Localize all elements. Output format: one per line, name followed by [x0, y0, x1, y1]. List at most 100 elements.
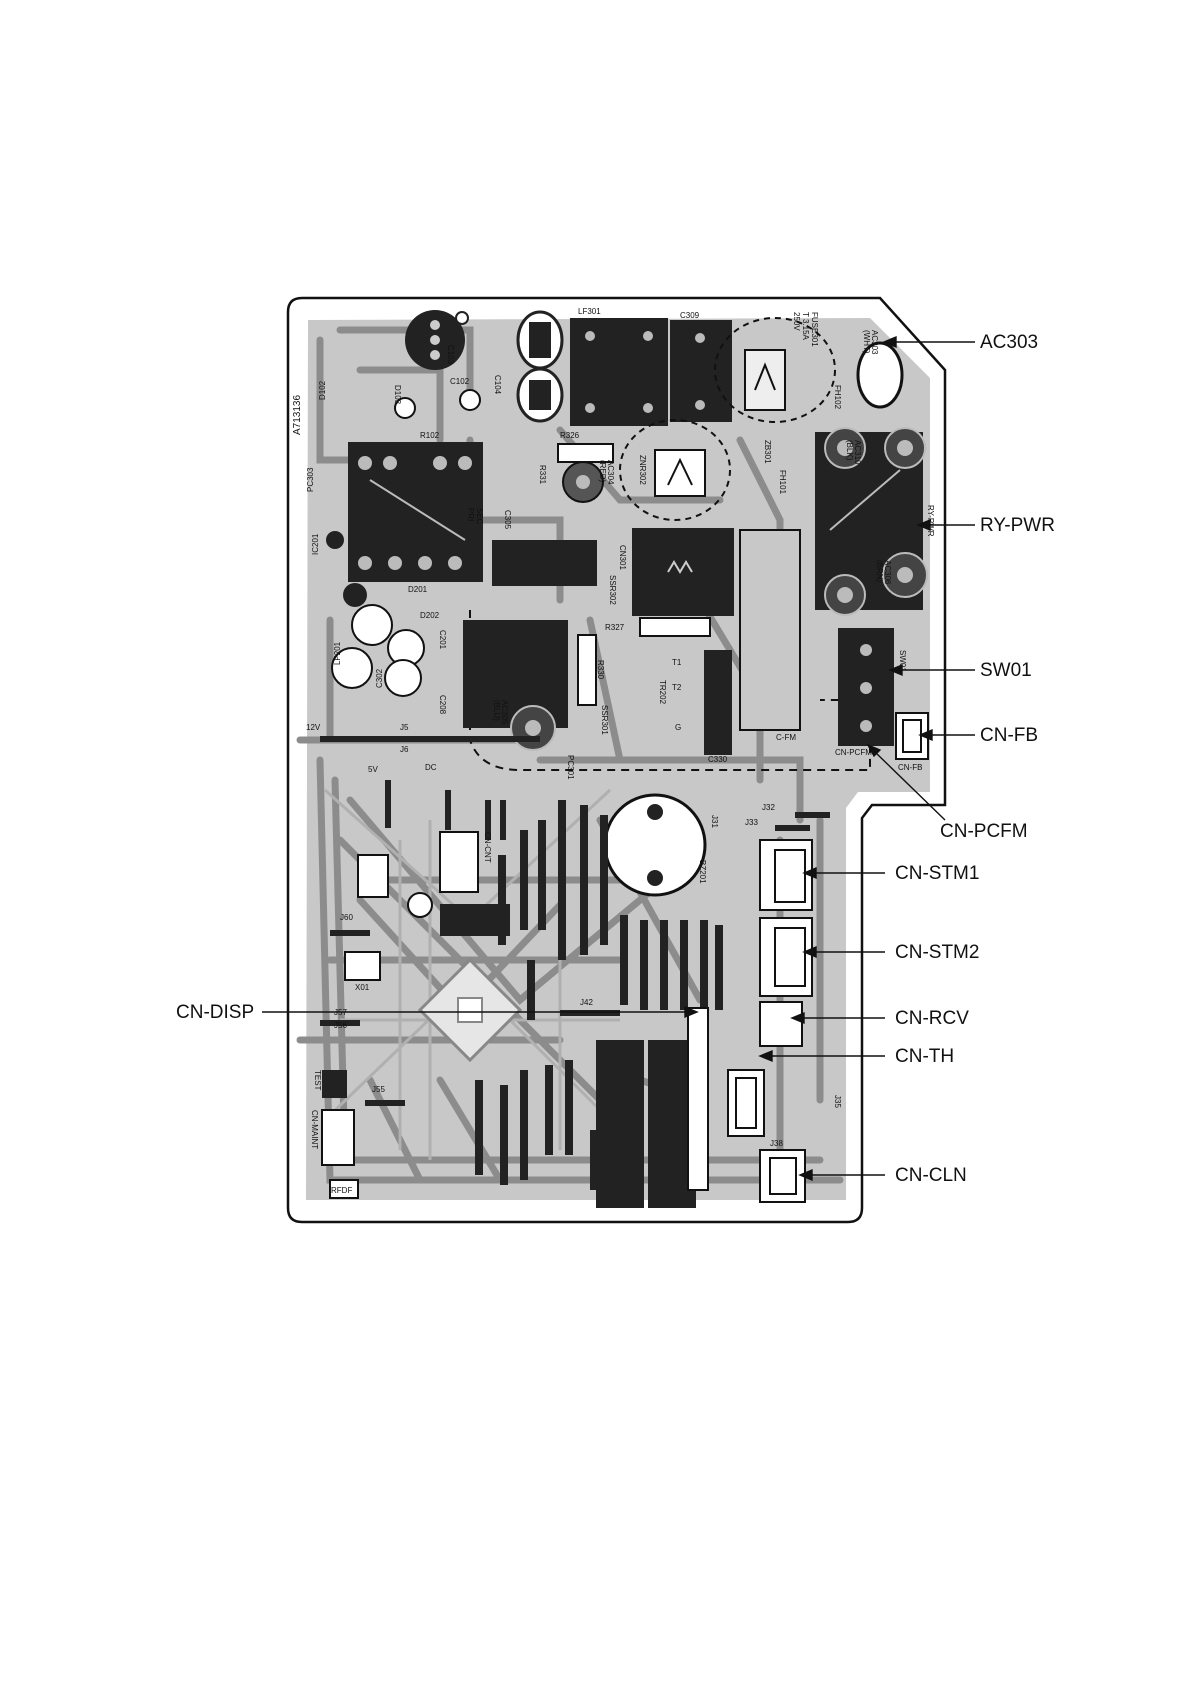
resistor-r326 [557, 443, 614, 463]
transformer-main [348, 442, 483, 582]
silkscreen-labels: A713136 LF301 C309 FUSE301 T 3.15A 250V … [292, 307, 935, 1195]
label-r326: R326 [560, 431, 580, 440]
resistor-r327 [639, 617, 711, 637]
small-caps-left [326, 389, 481, 697]
label-cn-fb-board: CN-FB [898, 763, 922, 772]
jumper-wires [320, 736, 830, 1190]
label-c208: C208 [438, 695, 447, 715]
part-number-label: A713136 [292, 395, 303, 435]
label-d103: D103 [393, 385, 402, 405]
label-fh102: FH102 [833, 385, 842, 410]
label-rfdf: RFDF [331, 1186, 352, 1195]
label-t1: T1 [672, 658, 682, 667]
label-znr302: ZNR302 [638, 455, 647, 485]
thermistors [516, 310, 564, 423]
label-ac310-color: (BLK) [845, 440, 854, 461]
label-j33: J33 [745, 818, 758, 827]
label-pri: PRI [466, 508, 475, 521]
label-j32: J32 [762, 803, 775, 812]
label-c103: C103 [446, 345, 455, 365]
capacitor-c-fm [739, 529, 801, 731]
capacitor-bulk [603, 793, 707, 897]
label-d202: D202 [420, 611, 440, 620]
callout-cn-th: CN-TH [895, 1046, 955, 1067]
connector-cn-rcv [759, 1001, 803, 1047]
label-dc: DC [425, 763, 437, 772]
label-5v: 5V [368, 765, 378, 774]
label-ac305-color: (BLU) [492, 700, 501, 721]
label-fuse-rating: T 3.15A [801, 312, 810, 341]
label-j42: J42 [580, 998, 593, 1007]
label-c-fm: C-FM [776, 733, 796, 742]
label-cn-maint: CN-MAINT [310, 1110, 319, 1149]
label-pc303: PC303 [306, 467, 315, 492]
fuse301 [744, 349, 786, 411]
label-c330: C330 [708, 755, 728, 764]
label-g: G [675, 723, 681, 732]
callout-cn-stm2: CN-STM2 [895, 942, 980, 963]
label-j6: J6 [400, 745, 409, 754]
label-c305: C305 [503, 510, 512, 530]
label-ac304-color: (RED) [598, 460, 607, 483]
callout-ry-pwr: RY-PWR [980, 515, 1055, 536]
label-r327: R327 [605, 623, 625, 632]
label-cn-pcfm-board: CN-PCFM [835, 748, 872, 757]
callout-leaders [262, 335, 975, 1182]
label-tr202: TR202 [658, 680, 667, 705]
label-cn301: CN301 [618, 545, 627, 570]
callout-cn-cln: CN-CLN [895, 1165, 967, 1186]
label-fuse-voltage: 250V [792, 312, 801, 331]
callout-cn-rcv: CN-RCV [895, 1008, 969, 1029]
label-lf301: LF301 [578, 307, 601, 316]
callout-cn-pcfm: CN-PCFM [940, 821, 1028, 842]
label-r330: R330 [596, 660, 605, 680]
label-j57: J57 [334, 1008, 347, 1017]
label-t2: T2 [672, 683, 682, 692]
callout-ac303: AC303 [980, 332, 1039, 353]
label-ssr302: SSR302 [608, 575, 617, 605]
test-pad [322, 1070, 347, 1098]
callout-cn-disp: CN-DISP [176, 1002, 255, 1023]
fan-motor-connector [405, 310, 469, 370]
callout-cn-stm1: CN-STM1 [895, 863, 980, 884]
label-ssr301: SSR301 [600, 705, 609, 735]
label-test: TEST [313, 1070, 322, 1091]
label-r331: R331 [538, 465, 547, 485]
label-c201: C201 [438, 630, 447, 650]
label-j38: J38 [770, 1139, 783, 1148]
label-sw01-board: SW01 [898, 650, 907, 672]
label-r102: R102 [420, 431, 440, 440]
connector-cn-cnt [439, 831, 479, 893]
crystal-x01 [344, 951, 381, 981]
connector-cn-stm1 [759, 839, 813, 911]
label-fuse301: FUSE301 [810, 312, 819, 347]
ic-cn301 [632, 528, 734, 616]
callout-cn-fb: CN-FB [980, 725, 1039, 746]
label-j56: J56 [334, 1021, 347, 1030]
connector-cn-cln [759, 1149, 806, 1203]
label-zb301: ZB301 [763, 440, 772, 464]
ic-small-1 [357, 854, 389, 898]
label-bz201: BZ201 [698, 860, 707, 884]
capacitor-c309 [670, 320, 732, 422]
label-j55: J55 [372, 1085, 385, 1094]
label-ic201: IC201 [311, 533, 320, 555]
label-ac306-color: (BRN) [875, 560, 884, 583]
label-d102: D102 [318, 380, 327, 400]
label-ac304: AC304 [606, 460, 615, 485]
microcontroller-left [596, 1040, 644, 1208]
ssr302 [492, 540, 597, 586]
label-c309: C309 [680, 311, 700, 320]
connector-cn-disp [687, 1007, 709, 1191]
label-j5: J5 [400, 723, 409, 732]
varistor-znr302 [654, 449, 706, 497]
label-ac303-board: AC303 [870, 330, 879, 355]
label-ac306: AC306 [883, 560, 892, 585]
rfdf-pad [329, 1179, 359, 1199]
label-j35: J35 [833, 1095, 842, 1108]
label-j60: J60 [340, 913, 353, 922]
callout-sw01: SW01 [980, 660, 1032, 681]
label-j31: J31 [710, 815, 719, 828]
relay-ry-pwr [815, 427, 928, 616]
resistor-r330 [577, 634, 597, 706]
